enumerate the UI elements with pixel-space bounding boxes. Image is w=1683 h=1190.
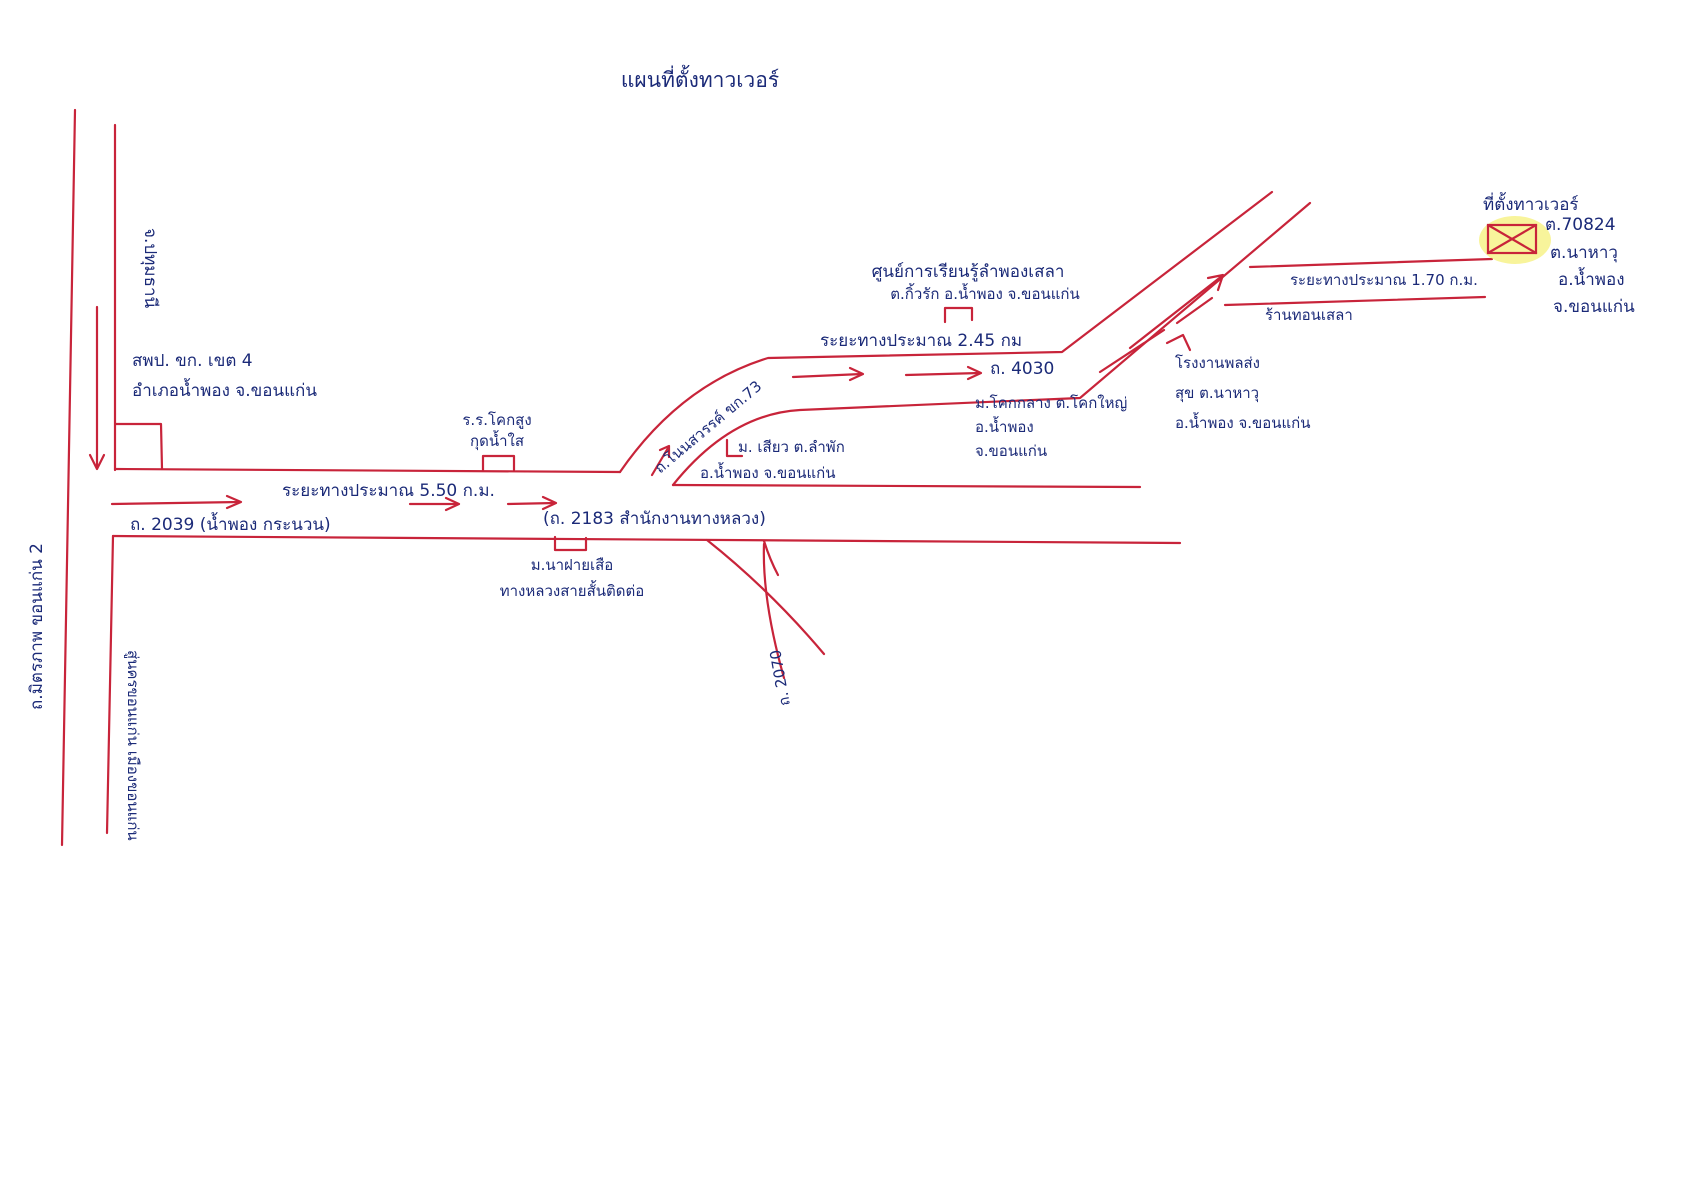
rt2070-east-edge <box>705 538 826 656</box>
label-site-code: ต.70824 <box>1545 215 1616 235</box>
label-school-2: กุดน้ำใส <box>470 430 524 451</box>
label-factory-1: โรงงานพลส่ง <box>1175 354 1260 372</box>
mittraphap-road-east-edge-south <box>105 534 115 835</box>
label-site-addr-3: จ.ขอนแก่น <box>1553 297 1635 317</box>
label-district-1: สพป. ขก. เขต 4 <box>132 351 253 371</box>
center-marker <box>943 306 974 324</box>
ne-diag-arrow-1 <box>1098 328 1166 374</box>
eastbound-arrowhead-1 <box>225 494 243 510</box>
label-junction-road: ถ.โนนสวรรค์ ขก.73 <box>651 377 765 477</box>
eastbound-arrowhead-3 <box>541 495 558 511</box>
spur-north-edge <box>1248 257 1494 269</box>
tower-site-icon <box>1486 223 1538 255</box>
label-shop: ร้านทอนเสลา <box>1265 306 1353 324</box>
label-factory-3: อ.น้ำพอง จ.ขอนแก่น <box>1175 412 1311 432</box>
rt2070-west-edge <box>762 542 786 680</box>
rt2070-bracket <box>762 539 780 577</box>
label-site-addr-1: ต.นาหาวุ <box>1550 243 1618 263</box>
ne-diag-arrow-2 <box>1128 274 1224 350</box>
label-rt2183: (ถ. 2183 สำนักงานทางหลวง) <box>543 509 766 529</box>
spur-south-edge <box>1223 295 1487 307</box>
label-mittraphap: ถ.มิตรภาพ ขอนแก่น 2 <box>27 543 47 710</box>
ne-arrowhead <box>658 444 671 459</box>
label-school-1: ร.ร.โคกสูง <box>462 411 531 429</box>
label-to-udon: จ.ปทุมธานี <box>140 228 160 308</box>
rt2039-north-edge <box>113 467 622 474</box>
label-rt2070: ถ. 2070 <box>766 648 794 707</box>
label-rt2039: ถ. 2039 (น้ำพอง กระนวน) <box>130 512 331 535</box>
ne-road-south-edge <box>671 201 1312 487</box>
label-to-khonkaen: สู่นครขอนแก่น เมืองขอนแก่น <box>124 650 142 841</box>
label-village1-1: ม.นาฝายเสือ <box>531 556 614 574</box>
label-district-2: อำเภอน้ำพอง จ.ขอนแก่น <box>132 378 317 401</box>
rt2183-north-edge <box>671 483 1142 489</box>
ne-road-north-edge <box>618 190 1274 474</box>
village2-marker <box>725 438 744 458</box>
eastbound-arrowhead-2 <box>444 496 461 512</box>
mittraphap-road-west-edge <box>60 108 77 847</box>
eastbound-arrow-3 <box>506 501 557 506</box>
label-site-addr-2: อ.น้ำพอง <box>1558 267 1625 290</box>
label-distance-3: ระยะทางประมาณ 1.70 ก.ม. <box>1290 271 1478 289</box>
eastbound-arrow-1 <box>110 500 242 506</box>
tower-site-cross-2 <box>1486 223 1538 255</box>
label-village1-2: ทางหลวงสายสั้นติดต่อ <box>500 580 644 600</box>
ne-arrow <box>650 446 670 477</box>
rt4030-arrow-2 <box>904 371 982 377</box>
rt4030-arrowhead-1 <box>848 366 865 382</box>
label-distance-2: ระยะทางประมาณ 2.45 กม <box>820 331 1022 351</box>
southbound-arrowhead <box>88 453 106 471</box>
label-center-2: ต.กิ้วรัก อ.น้ำพอง จ.ขอนแก่น <box>890 283 1079 303</box>
label-rt4030: ถ. 4030 <box>990 359 1054 379</box>
label-site: ที่ตั้งทาวเวอร์ <box>1483 192 1579 215</box>
village-marker-south <box>553 535 588 552</box>
label-village2-2: อ.น้ำพอง จ.ขอนแก่น <box>700 462 836 482</box>
rt4030-arrowhead-2 <box>966 365 983 381</box>
label-village3-1: ม.โคกกลาง ต.โคกใหญ่ <box>975 394 1127 412</box>
map-title: แผนที่ตั้งทาวเวอร์ <box>621 65 779 92</box>
label-center-1: ศูนย์การเรียนรู้ลำพองเสลา <box>872 262 1065 282</box>
label-distance-1: ระยะทางประมาณ 5.50 ก.ม. <box>282 481 495 501</box>
school-marker <box>481 454 516 472</box>
ne-diag-arrow-3 <box>1175 296 1214 325</box>
ne-diag-arrowhead-2 <box>1206 273 1225 292</box>
rt4030-arrow-1 <box>791 372 864 379</box>
factory-marker <box>1165 333 1192 352</box>
label-village3-2: อ.น้ำพอง <box>975 416 1034 436</box>
label-village2-1: ม. เสียว ต.ลำพัก <box>738 438 845 456</box>
rt2039-south-edge <box>111 534 1182 545</box>
label-village3-3: จ.ขอนแก่น <box>975 442 1047 460</box>
label-factory-2: สุข ต.นาหาวุ <box>1175 384 1259 403</box>
district-office-marker <box>114 422 164 471</box>
